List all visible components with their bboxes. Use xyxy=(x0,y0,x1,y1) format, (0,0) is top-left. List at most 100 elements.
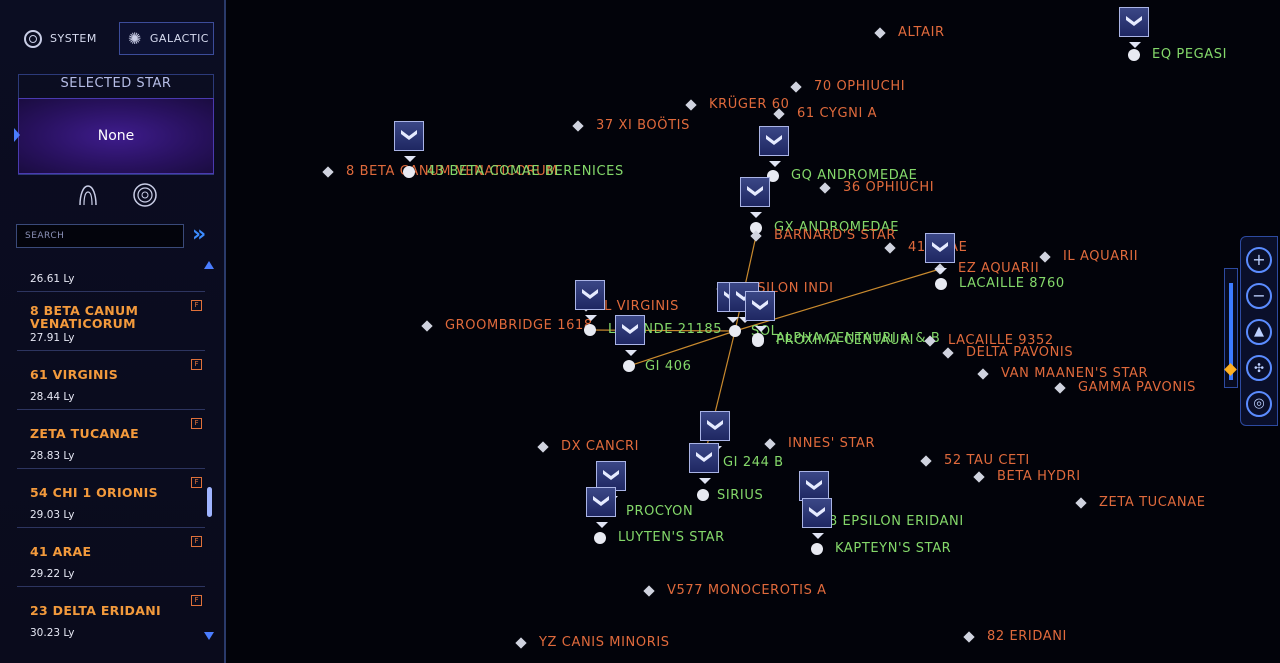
star-marker-proxima-centauri[interactable] xyxy=(752,335,764,347)
star-label-altair[interactable]: ALTAIR xyxy=(898,25,945,40)
star-label-innes-star[interactable]: INNES' STAR xyxy=(788,436,876,451)
fleet-ship-icon[interactable] xyxy=(575,280,605,321)
star-label-procyon[interactable]: PROCYON xyxy=(626,504,694,519)
list-item[interactable]: ZETA TUCANAE 28.83 Ly F xyxy=(17,410,205,469)
flag-icon[interactable]: F xyxy=(191,477,202,488)
list-item-name: 61 VIRGINIS xyxy=(30,367,119,382)
flag-icon[interactable]: F xyxy=(191,595,202,606)
star-marker-gx-andromedae[interactable] xyxy=(750,222,762,234)
fleet-ship-icon[interactable] xyxy=(925,233,955,274)
fleet-ship-icon[interactable] xyxy=(799,471,829,512)
star-label-gi-406[interactable]: GI 406 xyxy=(645,359,692,374)
star-label-kr-ger-60[interactable]: KRÜGER 60 xyxy=(709,97,790,112)
list-item-distance: 27.91 Ly xyxy=(30,332,75,344)
zoom-out-icon[interactable]: − xyxy=(1246,283,1272,309)
star-label-sirius[interactable]: SIRIUS xyxy=(717,488,764,503)
star-label-barnard-s-star[interactable]: BARNARD'S STAR xyxy=(774,228,896,243)
fleet-ship-icon[interactable] xyxy=(802,498,832,539)
list-scrollbar-thumb[interactable] xyxy=(207,487,212,517)
selected-star-panel[interactable]: None xyxy=(18,98,214,174)
star-marker-43-beta-comae-berenices[interactable] xyxy=(403,166,415,178)
flag-icon[interactable]: F xyxy=(191,359,202,370)
fleet-ship-icon[interactable] xyxy=(745,291,775,332)
flag-icon[interactable]: F xyxy=(191,536,202,547)
navigate-icon[interactable]: ▲ xyxy=(1246,319,1272,345)
flag-icon[interactable]: F xyxy=(191,418,202,429)
star-label-v577-monocerotis-a[interactable]: V577 MONOCEROTIS A xyxy=(667,583,827,598)
star-label-lacaille-8760[interactable]: LACAILLE 8760 xyxy=(959,276,1065,291)
star-marker-lacaille-8760[interactable] xyxy=(935,278,947,290)
zoom-in-icon[interactable]: + xyxy=(1246,247,1272,273)
star-label-ez-aquarii[interactable]: EZ AQUARII xyxy=(958,261,1040,276)
star-marker-lalande-21185[interactable] xyxy=(584,324,596,336)
star-label-il-aquarii[interactable]: IL AQUARII xyxy=(1063,249,1139,264)
list-item-distance: 30.23 Ly xyxy=(30,627,75,639)
star-label-gq-andromedae[interactable]: GQ ANDROMEDAE xyxy=(791,168,918,183)
star-label-van-maanen-s-star[interactable]: VAN MAANEN'S STAR xyxy=(1001,366,1149,381)
star-label-52-tau-ceti[interactable]: 52 TAU CETI xyxy=(944,453,1030,468)
star-marker-sirius[interactable] xyxy=(697,489,709,501)
star-label-70-ophiuchi[interactable]: 70 OPHIUCHI xyxy=(814,79,906,94)
star-marker-sol[interactable] xyxy=(729,325,741,337)
star-label-delta-pavonis[interactable]: DELTA PAVONIS xyxy=(966,345,1074,360)
star-label-yz-canis-minoris[interactable]: YZ CANIS MINORIS xyxy=(539,635,670,650)
star-label-groombridge-1618[interactable]: GROOMBRIDGE 1618 xyxy=(445,318,593,333)
search-go-icon[interactable]: » xyxy=(192,222,207,247)
star-label-43-beta-comae-berenices[interactable]: 43 BETA COMAE BERENICES xyxy=(427,164,624,179)
network-icon[interactable]: ✣ xyxy=(1246,355,1272,381)
scroll-up-icon[interactable] xyxy=(204,261,214,269)
star-label-8-beta-canum-venaticorum[interactable]: 8 BETA CANUM VENATICORUM xyxy=(346,164,559,179)
star-label-36-ophiuchi[interactable]: 36 OPHIUCHI xyxy=(843,180,935,195)
fleet-ship-icon[interactable] xyxy=(586,487,616,528)
commander-icon[interactable] xyxy=(74,181,102,209)
star-label-fl-virginis[interactable]: FL VIRGINIS xyxy=(596,299,679,314)
star-label-dx-cancri[interactable]: DX CANCRI xyxy=(561,439,640,454)
selected-star-value: None xyxy=(97,128,135,144)
zoom-slider[interactable] xyxy=(1224,268,1238,388)
orbit-icon[interactable] xyxy=(131,181,159,209)
star-label-kapteyn-s-star[interactable]: KAPTEYN'S STAR xyxy=(835,541,952,556)
list-item[interactable]: 41 ARAE 29.22 Ly F xyxy=(17,528,205,587)
list-item-name: 23 DELTA ERIDANI xyxy=(30,603,161,618)
star-label-gx-andromedae[interactable]: GX ANDROMEDAE xyxy=(774,220,900,235)
galaxy-map[interactable]: ALTAIR EQ PEGASI 70 OPHIUCHI KRÜGER 60 61 CY… xyxy=(228,0,1280,663)
star-label-proxima-centauri[interactable]: PROXIMA CENTAURI xyxy=(776,333,915,348)
search-input[interactable]: SEARCH xyxy=(16,224,184,248)
target-icon[interactable]: ◎ xyxy=(1246,391,1272,417)
star-label-gi-244-b[interactable]: GI 244 B xyxy=(723,455,784,470)
galactic-view-button[interactable]: ✺ GALACTIC xyxy=(119,22,214,55)
list-item[interactable]: 23 DELTA ERIDANI 30.23 Ly F xyxy=(17,587,205,646)
star-label-61-cygni-a[interactable]: 61 CYGNI A xyxy=(797,106,878,121)
flag-icon[interactable]: F xyxy=(191,300,202,311)
selected-star-title: SELECTED STAR xyxy=(60,76,172,91)
star-label-18-epsilon-eridani[interactable]: 18 EPSILON ERIDANI xyxy=(820,514,964,529)
fleet-ship-icon[interactable] xyxy=(689,443,719,484)
list-item[interactable]: 54 CHI 1 ORIONIS 29.03 Ly F xyxy=(17,469,205,528)
system-view-button[interactable]: SYSTEM xyxy=(16,22,112,55)
star-marker-luyten-s-star[interactable] xyxy=(594,532,606,544)
scroll-down-icon[interactable] xyxy=(204,632,214,640)
star-marker-gq-andromedae[interactable] xyxy=(767,170,779,182)
fleet-ship-icon[interactable] xyxy=(700,411,730,452)
star-label-zeta-tucanae[interactable]: ZETA TUCANAE xyxy=(1099,495,1206,510)
star-marker-eq-pegasi[interactable] xyxy=(1128,49,1140,61)
fleet-ship-icon[interactable] xyxy=(740,177,770,218)
star-label-beta-hydri[interactable]: BETA HYDRI xyxy=(997,469,1081,484)
fleet-ship-icon[interactable] xyxy=(394,121,424,162)
star-marker-gi-406[interactable] xyxy=(623,360,635,372)
star-label-37-xi-bo-tis[interactable]: 37 XI BOÖTIS xyxy=(596,118,690,133)
fleet-ship-icon[interactable] xyxy=(759,126,789,167)
list-item[interactable]: 8 BETA CANUM VENATICORUM 27.91 Ly F xyxy=(17,292,205,351)
star-label-eq-pegasi[interactable]: EQ PEGASI xyxy=(1152,47,1228,62)
star-label-luyten-s-star[interactable]: LUYTEN'S STAR xyxy=(618,530,725,545)
fleet-ship-icon[interactable] xyxy=(1119,7,1149,48)
star-label-lacaille-9352[interactable]: LACAILLE 9352 xyxy=(948,333,1054,348)
list-item[interactable]: 26.61 Ly xyxy=(17,262,205,292)
star-label-gamma-pavonis[interactable]: GAMMA PAVONIS xyxy=(1078,380,1197,395)
star-marker-kapteyn-s-star[interactable] xyxy=(811,543,823,555)
fleet-ship-icon[interactable] xyxy=(615,315,645,356)
galactic-view-label: GALACTIC xyxy=(149,32,209,45)
star-label-82-eridani[interactable]: 82 ERIDANI xyxy=(987,629,1067,644)
list-item[interactable]: 61 VIRGINIS 28.44 Ly F xyxy=(17,351,205,410)
star-label-alpha-centauri-a-b[interactable]: ALPHA CENTAURI A & B xyxy=(776,331,941,346)
